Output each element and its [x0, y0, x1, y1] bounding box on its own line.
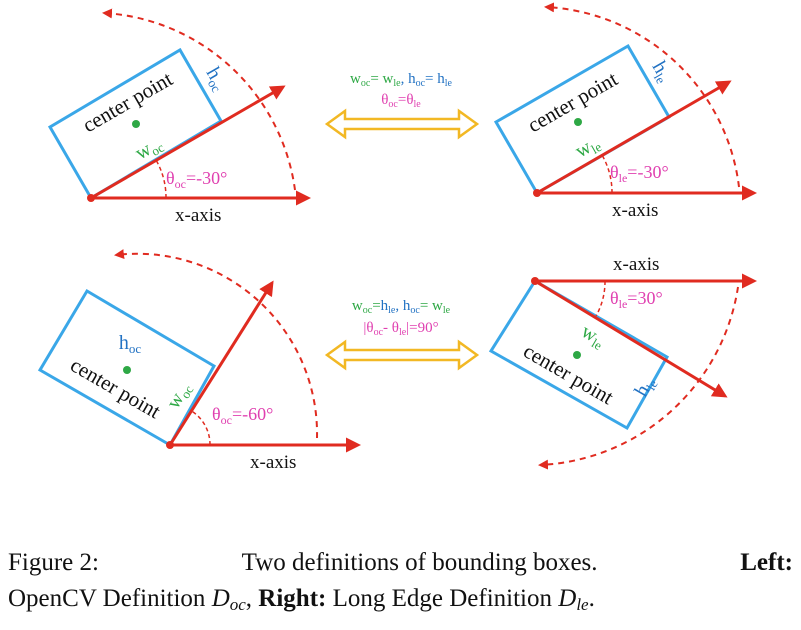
panel-bottom-right: wle center point hle θle=30° x-axis: [488, 254, 757, 470]
origin-point: [531, 277, 539, 285]
relation-top-line2: θoc=θle: [381, 92, 421, 110]
angle-arc: [189, 409, 211, 446]
width-label: wle: [577, 320, 610, 353]
angle-label: θoc=-30°: [166, 168, 227, 191]
caption-right-text: Long Edge Definition: [332, 585, 553, 612]
panel-bottom-left: hoc center point woc θoc=-60° x-axis: [37, 249, 361, 473]
angle-label: θle=-30°: [610, 162, 669, 185]
center-dot: [123, 366, 131, 374]
angle-arc: [601, 154, 613, 194]
x-axis-label: x-axis: [613, 254, 659, 275]
caption-left-symbol: D: [211, 585, 230, 612]
origin-point: [87, 194, 95, 202]
double-arrow-bottom: [324, 339, 480, 371]
angle-arc: [155, 159, 167, 199]
caption-right-symbol: D: [558, 585, 577, 612]
rotation-arc: [538, 286, 739, 470]
caption-line-2: OpenCV Definition Doc, Right: Long Edge …: [8, 581, 793, 623]
caption-period: .: [588, 585, 595, 612]
x-axis-label: x-axis: [175, 205, 221, 226]
origin-point: [533, 189, 541, 197]
height-label: hoc: [119, 332, 142, 356]
bounding-box-diagram: center point woc hoc θoc=-30° x-axis cen…: [37, 2, 757, 473]
figure-caption: Figure 2: Two definitions of bounding bo…: [8, 545, 793, 623]
caption-prefix: Figure 2:: [8, 549, 99, 576]
relation-top-line1: woc= wle, hoc= hle: [350, 71, 453, 89]
relation-top: woc= wle, hoc= hle θoc=θle: [324, 71, 480, 140]
relation-bottom: woc=hle, hoc= wle |θoc- θle|=90°: [324, 298, 480, 371]
angle-arc: [595, 280, 606, 317]
rotation-arc: [102, 8, 296, 191]
caption-comma: ,: [245, 585, 253, 612]
width-direction-arrow: [536, 80, 732, 195]
caption-line-1: Figure 2: Two definitions of bounding bo…: [8, 545, 793, 581]
x-axis-label: x-axis: [250, 452, 296, 473]
caption-right-label: Right:: [258, 585, 327, 612]
bounding-box: [37, 288, 217, 448]
angle-label: θoc=-60°: [212, 404, 273, 427]
panel-top-left: center point woc hoc θoc=-30° x-axis: [47, 8, 311, 226]
width-direction-arrow: [90, 85, 286, 200]
width-direction-arrow: [168, 280, 274, 446]
double-arrow-top: [324, 108, 480, 140]
caption-text: Two definitions of bounding boxes.: [241, 549, 598, 576]
width-label: woc: [132, 132, 167, 166]
width-direction-arrow: [534, 279, 728, 398]
width-label: wle: [572, 131, 605, 164]
bounding-box: [488, 278, 670, 431]
x-axis-label: x-axis: [612, 200, 658, 221]
relation-bottom-line2: |θoc- θle|=90°: [363, 320, 438, 338]
rotation-arc: [114, 249, 319, 439]
caption-left-symbol-sub: oc: [229, 595, 246, 614]
panel-top-right: center point wle hle θle=-30° x-axis: [493, 2, 757, 221]
caption-left-label: Left:: [740, 549, 793, 576]
relation-bottom-line1: woc=hle, hoc= wle: [352, 298, 451, 316]
center-dot: [132, 120, 140, 128]
caption-right-symbol-sub: le: [576, 595, 589, 614]
origin-point: [166, 441, 174, 449]
caption-left-text: OpenCV Definition: [8, 585, 206, 612]
center-dot: [574, 118, 582, 126]
rotation-arc: [544, 2, 740, 188]
angle-label: θle=30°: [610, 288, 663, 311]
center-dot: [573, 351, 581, 359]
